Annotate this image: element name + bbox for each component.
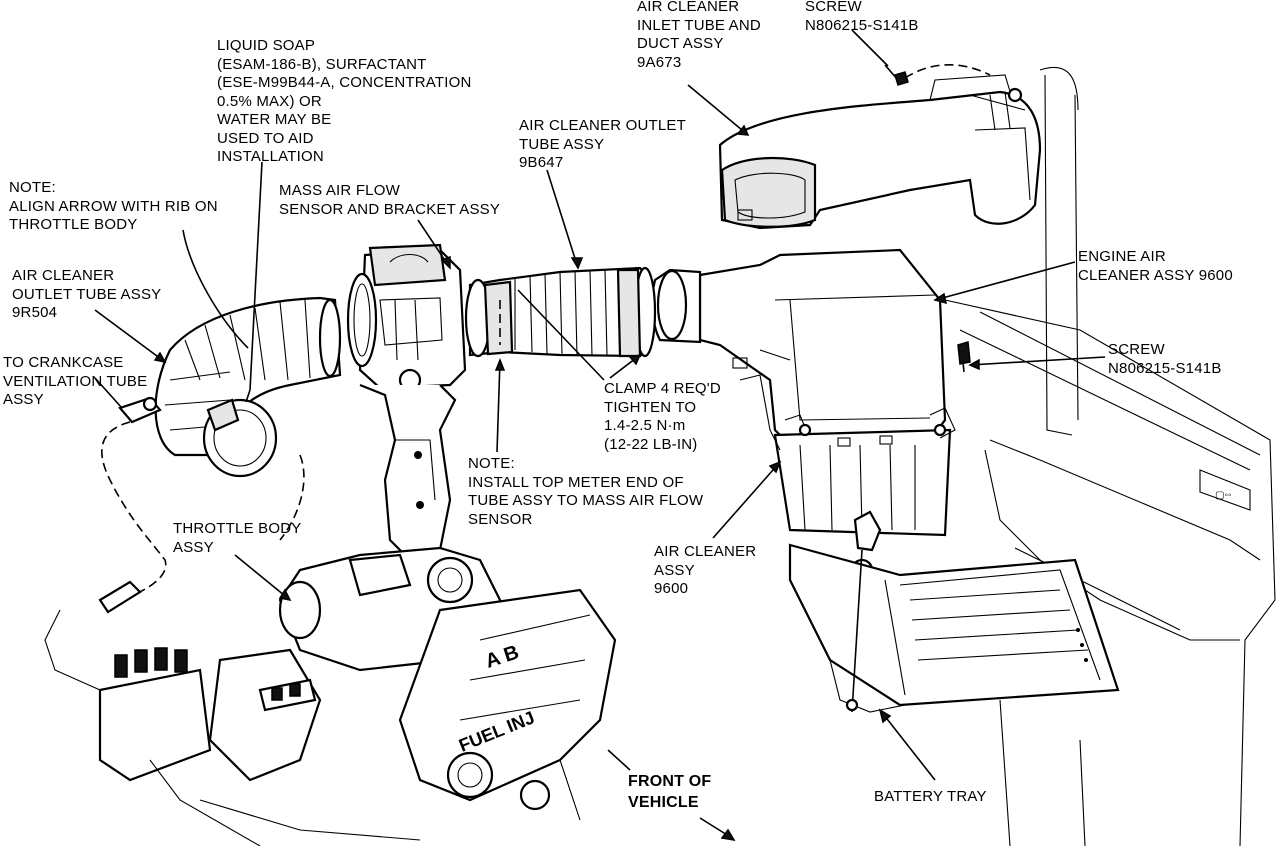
screw-right-label: SCREW N806215-S141B: [1108, 341, 1222, 377]
battery-tray-label: BATTERY TRAY: [874, 788, 987, 805]
clamp-label: CLAMP 4 REQ'D TIGHTEN TO 1.4-2.5 N·m (12…: [604, 380, 721, 453]
note-align-label: NOTE: ALIGN ARROW WITH RIB ON THROTTLE B…: [9, 179, 218, 233]
crankcase-hose-dashed: [101, 421, 167, 601]
inlet-tube-label: AIR CLEANER INLET TUBE AND DUCT ASSY 9A6…: [637, 0, 761, 71]
note-install-label: NOTE: INSTALL TOP METER END OF TUBE ASSY…: [468, 455, 704, 528]
screw-top-drawing: [884, 64, 991, 86]
screw-top-label: SCREW N806215-S141B: [805, 0, 919, 34]
maf-sensor-label: MASS AIR FLOW SENSOR AND BRACKET ASSY: [279, 182, 501, 218]
svg-text:▢◦◦: ▢◦◦: [1215, 490, 1232, 501]
engine-throttle-drawing: A B FUEL INJ: [44, 546, 617, 846]
crankcase-tube-label: TO CRANKCASE VENTILATION TUBE ASSY: [3, 354, 148, 408]
maf-sensor-drawing: [346, 243, 467, 557]
outlet-tube-9b647-label: AIR CLEANER OUTLET TUBE ASSY 9B647: [519, 117, 686, 171]
front-of-vehicle-label: FRONT OF VEHICLE: [628, 773, 712, 811]
outlet-tube-9r504-label: AIR CLEANER OUTLET TUBE ASSY 9R504: [12, 267, 162, 321]
liquid-soap-label: LIQUID SOAP (ESAM-186-B), SURFACTANT (ES…: [217, 37, 472, 165]
screw-right-drawing: [957, 341, 971, 373]
engine-air-cleaner-label: ENGINE AIR CLEANER ASSY 9600: [1078, 248, 1233, 284]
air-cleaner-housing-drawing: [651, 248, 956, 582]
throttle-dashed-line: [279, 454, 305, 541]
throttle-body-label: THROTTLE BODY ASSY: [173, 520, 302, 556]
inlet-tube-drawing: [718, 74, 1042, 230]
outlet-tube-9r504-drawing: [118, 296, 342, 478]
outlet-tube-9b647-drawing: [464, 266, 657, 358]
air-cleaner-assy-label: AIR CLEANER ASSY 9600: [654, 543, 757, 597]
battery-tray-drawing: [788, 543, 1120, 713]
leader-lines: [94, 29, 1106, 842]
